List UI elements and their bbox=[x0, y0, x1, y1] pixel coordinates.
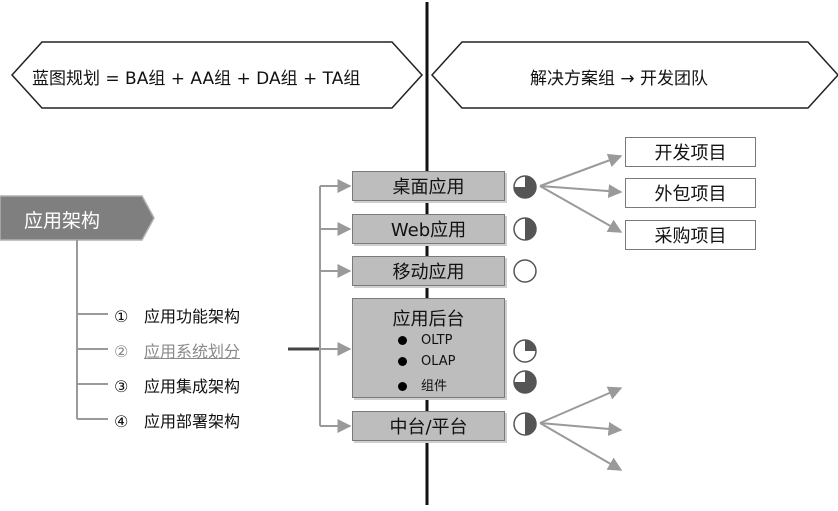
sub-item-label: OLTP bbox=[421, 333, 453, 348]
app-box-mobile[interactable]: 移动应用 bbox=[352, 256, 505, 286]
sub-item-label: 组件 bbox=[421, 379, 448, 394]
bullet-icon bbox=[398, 336, 407, 345]
project-arrows bbox=[539, 153, 623, 233]
left-banner-shape bbox=[10, 41, 424, 109]
progress-fill bbox=[525, 340, 536, 351]
arch-item-label: 应用集成架构 bbox=[144, 377, 241, 396]
arch-item-label: 应用功能架构 bbox=[144, 307, 241, 326]
project-box-outsource[interactable]: 外包项目 bbox=[625, 178, 756, 208]
backend-title: 应用后台 bbox=[392, 309, 465, 330]
bullet-icon bbox=[398, 357, 407, 366]
left-banner-text: 蓝图规划 = BA组 + AA组 + DA组 + TA组 bbox=[32, 69, 361, 89]
right-banner-text: 解决方案组 → 开发团队 bbox=[530, 69, 709, 89]
arch-item-label: 应用系统划分 bbox=[144, 342, 241, 361]
root-label: 应用架构 bbox=[24, 210, 101, 232]
sub-item-label: OLAP bbox=[421, 354, 456, 369]
app-box-desktop[interactable]: 桌面应用 bbox=[352, 171, 505, 201]
arch-item-number: ② bbox=[114, 342, 129, 361]
backend-sub-olap: OLAP bbox=[398, 354, 456, 369]
project-box-dev[interactable]: 开发项目 bbox=[625, 137, 756, 167]
progress-fill bbox=[514, 371, 536, 393]
app-box-platform[interactable]: 中台/平台 bbox=[352, 411, 505, 441]
backend-sub-component: 组件 bbox=[398, 375, 447, 394]
right-banner-shape bbox=[430, 41, 838, 109]
bullet-icon bbox=[398, 382, 407, 391]
app-bus bbox=[319, 179, 352, 433]
arch-item-number: ① bbox=[114, 307, 129, 326]
platform-arrows bbox=[539, 386, 623, 471]
progress-fill bbox=[525, 413, 536, 435]
backend-sub-oltp: OLTP bbox=[398, 333, 452, 348]
app-box-web[interactable]: Web应用 bbox=[352, 214, 505, 244]
root-shape bbox=[0, 195, 155, 241]
left-tree-lines bbox=[76, 240, 108, 420]
progress-indicator-icon bbox=[513, 259, 537, 283]
project-box-purchase[interactable]: 采购项目 bbox=[625, 220, 756, 250]
arch-item-number: ④ bbox=[114, 412, 129, 431]
progress-fill bbox=[514, 176, 536, 198]
arch-item-number: ③ bbox=[114, 377, 129, 396]
arch-item-label: 应用部署架构 bbox=[144, 412, 241, 431]
arch-item-2[interactable]: ② 应用系统划分 bbox=[114, 338, 240, 362]
arch-item-4[interactable]: ④ 应用部署架构 bbox=[114, 408, 240, 432]
app-box-backend[interactable]: 应用后台 bbox=[352, 298, 505, 398]
progress-fill bbox=[525, 218, 536, 240]
arch-item-3[interactable]: ③ 应用集成架构 bbox=[114, 373, 240, 397]
arch-item-1[interactable]: ① 应用功能架构 bbox=[114, 303, 240, 327]
